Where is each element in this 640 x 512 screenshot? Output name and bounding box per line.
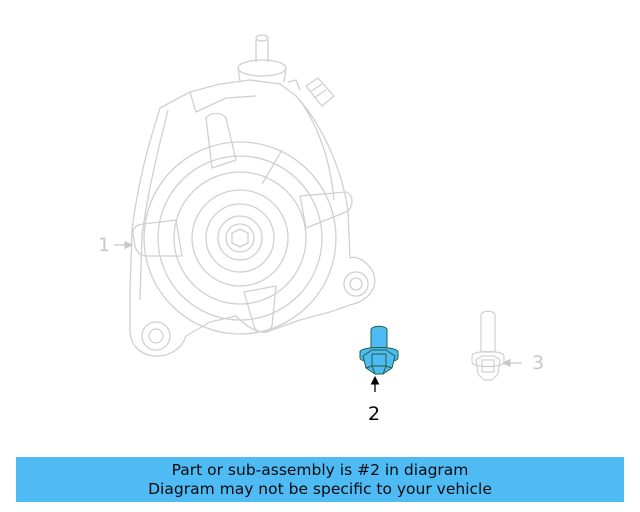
alternator-drawing	[129, 34, 376, 357]
bolt-part-3	[471, 310, 505, 381]
banner-line-1: Part or sub-assembly is #2 in diagram	[171, 461, 469, 479]
callout-3[interactable]: 3	[532, 352, 545, 374]
callout-1[interactable]: 1	[98, 234, 111, 256]
leader-arrow-3	[501, 358, 522, 368]
callout-2[interactable]: 2	[368, 403, 381, 425]
bolt-part-2[interactable]	[359, 325, 399, 375]
leader-arrow-2	[370, 375, 380, 392]
info-banner: Part or sub-assembly is #2 in diagram Di…	[16, 457, 624, 502]
banner-line-2: Diagram may not be specific to your vehi…	[148, 480, 492, 498]
leader-arrow-1	[114, 240, 134, 250]
